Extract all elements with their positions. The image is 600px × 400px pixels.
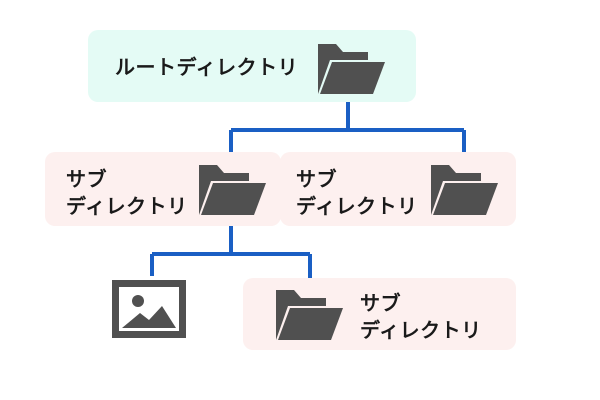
image-file-icon	[112, 280, 186, 338]
folder-icon	[276, 290, 343, 340]
root-directory-label: ルートディレクトリ	[115, 54, 298, 81]
folder-icon	[318, 44, 385, 94]
subdirectory-label-line2: ディレクトリ	[360, 318, 482, 342]
subdirectory-label-line1: サブ	[296, 167, 337, 191]
folder-icon	[199, 165, 266, 215]
subdirectory-label-line2: ディレクトリ	[66, 194, 188, 218]
subdirectory-label-line1: サブ	[66, 167, 107, 191]
subdirectory-label-2: サブ ディレクトリ	[296, 166, 418, 220]
subdirectory-label-3: サブ ディレクトリ	[360, 290, 482, 344]
root-directory-text: ルートディレクトリ	[115, 55, 299, 79]
subdirectory-label-line2: ディレクトリ	[296, 194, 418, 218]
folder-icon	[431, 165, 498, 215]
subdirectory-label-1: サブ ディレクトリ	[66, 166, 188, 220]
subdirectory-label-line1: サブ	[360, 291, 401, 315]
